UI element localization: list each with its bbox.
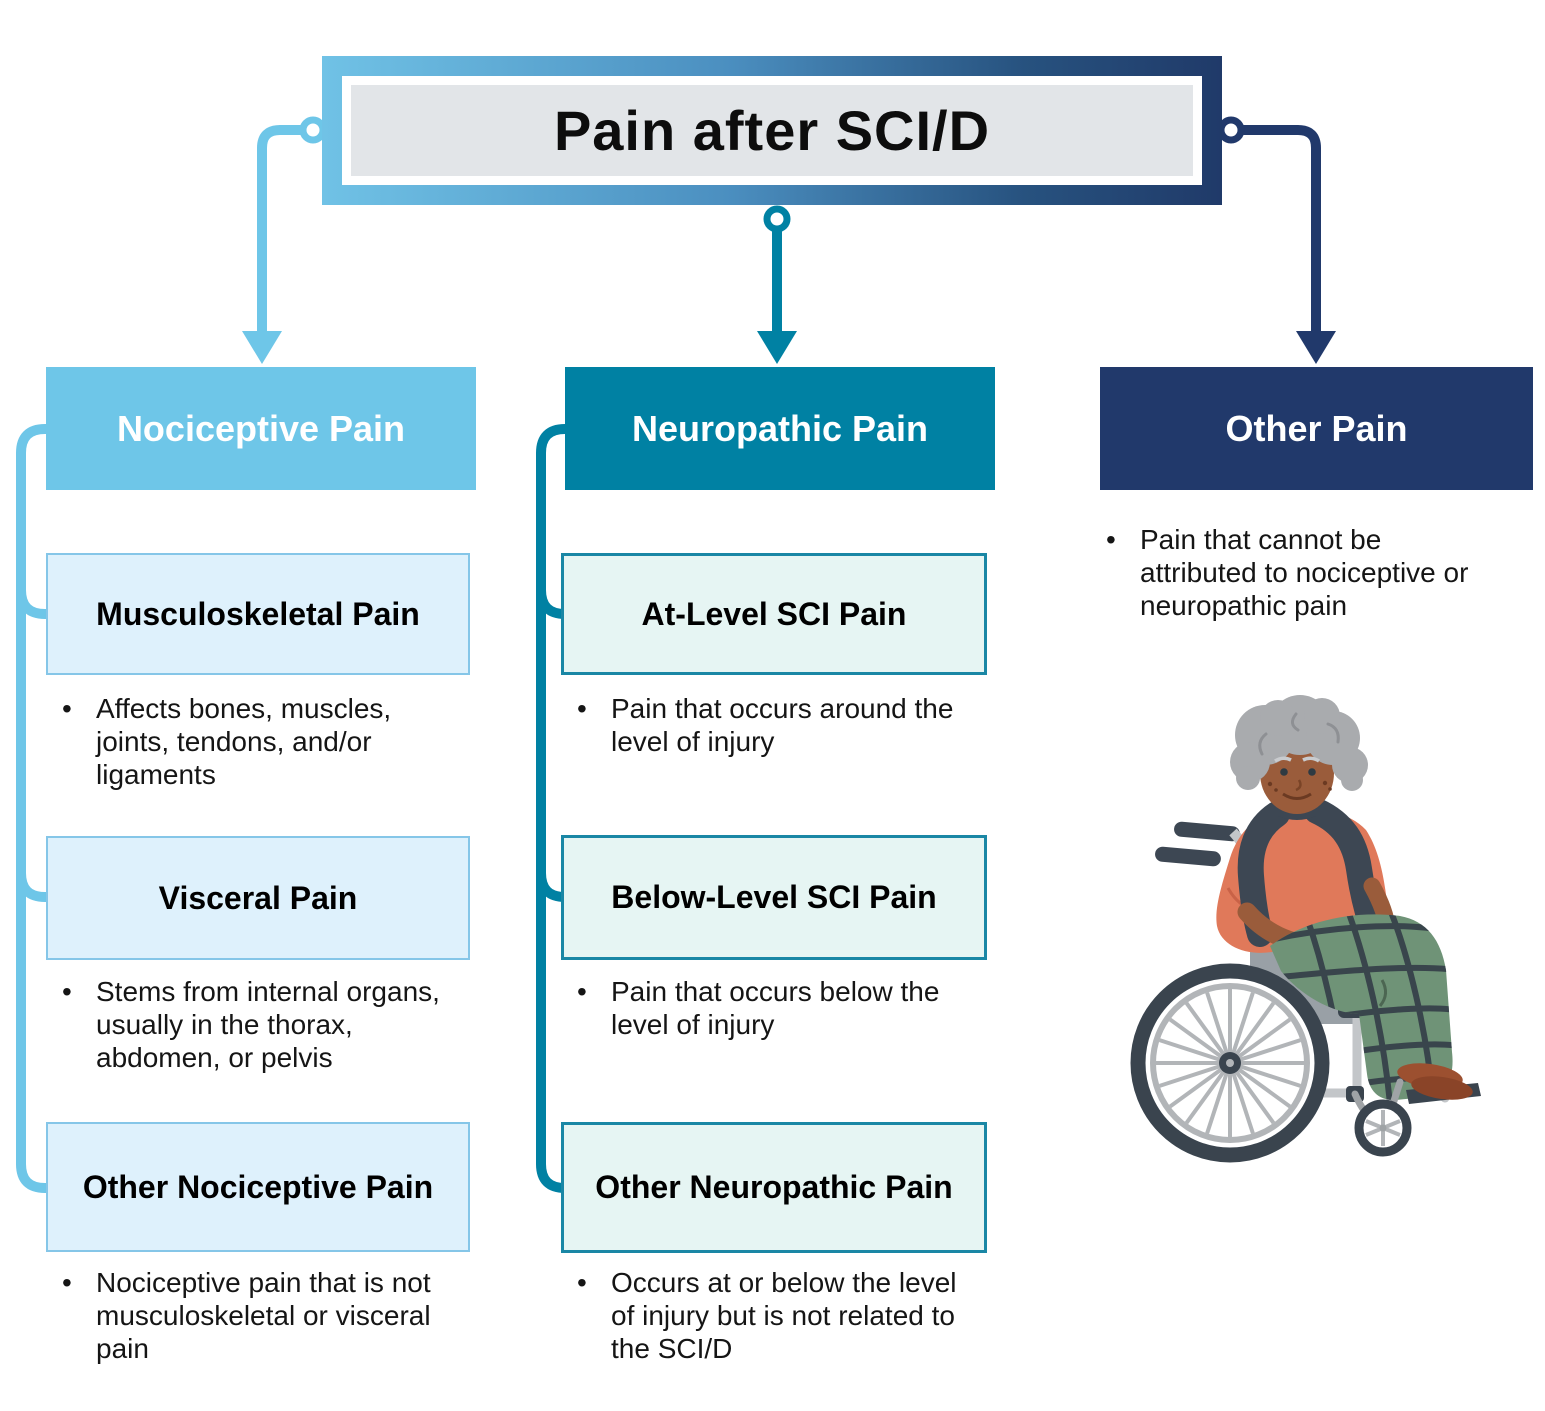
bullet-item: • Pain that cannot be attributed to noci… bbox=[1106, 523, 1510, 622]
header-nociceptive-pain: Nociceptive Pain bbox=[46, 367, 476, 490]
node-circle-left bbox=[299, 116, 327, 144]
bullet-icon: • bbox=[1106, 524, 1116, 555]
subbox-visceral-pain: Visceral Pain bbox=[46, 836, 470, 960]
header-neuropathic-pain: Neuropathic Pain bbox=[565, 367, 995, 490]
bullet-text-musculoskeletal: Affects bones, muscles, joints, tendons,… bbox=[96, 693, 392, 790]
bullet-item: • Nociceptive pain that is not musculosk… bbox=[62, 1266, 472, 1365]
subbox-other-neuropathic-pain: Other Neuropathic Pain bbox=[561, 1122, 987, 1253]
header-other-pain: Other Pain bbox=[1100, 367, 1533, 490]
bullet-icon: • bbox=[62, 693, 72, 724]
bullet-text-below-level: Pain that occurs below the level of inju… bbox=[611, 976, 940, 1040]
page-title: Pain after SCI/D bbox=[351, 85, 1193, 176]
bullet-text-visceral: Stems from internal organs, usually in t… bbox=[96, 976, 440, 1073]
bullet-text-other-neuropathic: Occurs at or below the level of injury b… bbox=[611, 1267, 957, 1364]
lap-blanket bbox=[1270, 914, 1453, 1101]
bullet-item: • Occurs at or below the level of injury… bbox=[577, 1266, 997, 1365]
bullet-item: • Pain that occurs below the level of in… bbox=[577, 975, 995, 1041]
subbox-other-nociceptive-pain: Other Nociceptive Pain bbox=[46, 1122, 470, 1252]
bullet-item: • Stems from internal organs, usually in… bbox=[62, 975, 472, 1074]
bullet-icon: • bbox=[577, 976, 587, 1007]
rear-wheel bbox=[1130, 963, 1330, 1163]
connector-other bbox=[1241, 125, 1321, 333]
bullet-icon: • bbox=[62, 1267, 72, 1298]
arrow-neuropathic bbox=[757, 331, 797, 364]
bullet-item: • Pain that occurs around the level of i… bbox=[577, 692, 995, 758]
node-circle-right bbox=[1217, 116, 1245, 144]
bullet-text-other-pain: Pain that cannot be attributed to nocice… bbox=[1140, 524, 1469, 621]
node-circle-bottom bbox=[763, 205, 791, 233]
connector-nociceptive bbox=[257, 125, 303, 333]
bullet-icon: • bbox=[577, 1267, 587, 1298]
spine-nociceptive bbox=[16, 424, 55, 1193]
subbox-musculoskeletal-pain: Musculoskeletal Pain bbox=[46, 553, 470, 675]
subbox-at-level-sci-pain: At-Level SCI Pain bbox=[561, 553, 987, 675]
arrow-other bbox=[1296, 331, 1336, 364]
wheelchair-handles bbox=[1155, 821, 1240, 867]
spine-neuropathic bbox=[536, 424, 575, 1193]
subbox-below-level-sci-pain: Below-Level SCI Pain bbox=[561, 835, 987, 960]
bullet-text-other-nociceptive: Nociceptive pain that is not musculoskel… bbox=[96, 1267, 431, 1364]
bullet-item: • Affects bones, muscles, joints, tendon… bbox=[62, 692, 472, 791]
caster-wheel bbox=[1351, 1078, 1412, 1157]
shoes bbox=[1397, 1063, 1473, 1100]
bullet-icon: • bbox=[577, 693, 587, 724]
title-box: Pain after SCI/D bbox=[322, 56, 1222, 205]
wheelchair-illustration bbox=[1130, 695, 1481, 1163]
bullet-text-at-level: Pain that occurs around the level of inj… bbox=[611, 693, 954, 757]
face-details bbox=[1267, 756, 1332, 800]
bullet-icon: • bbox=[62, 976, 72, 1007]
title-frame: Pain after SCI/D bbox=[342, 76, 1202, 185]
arrow-nociceptive bbox=[242, 331, 282, 364]
